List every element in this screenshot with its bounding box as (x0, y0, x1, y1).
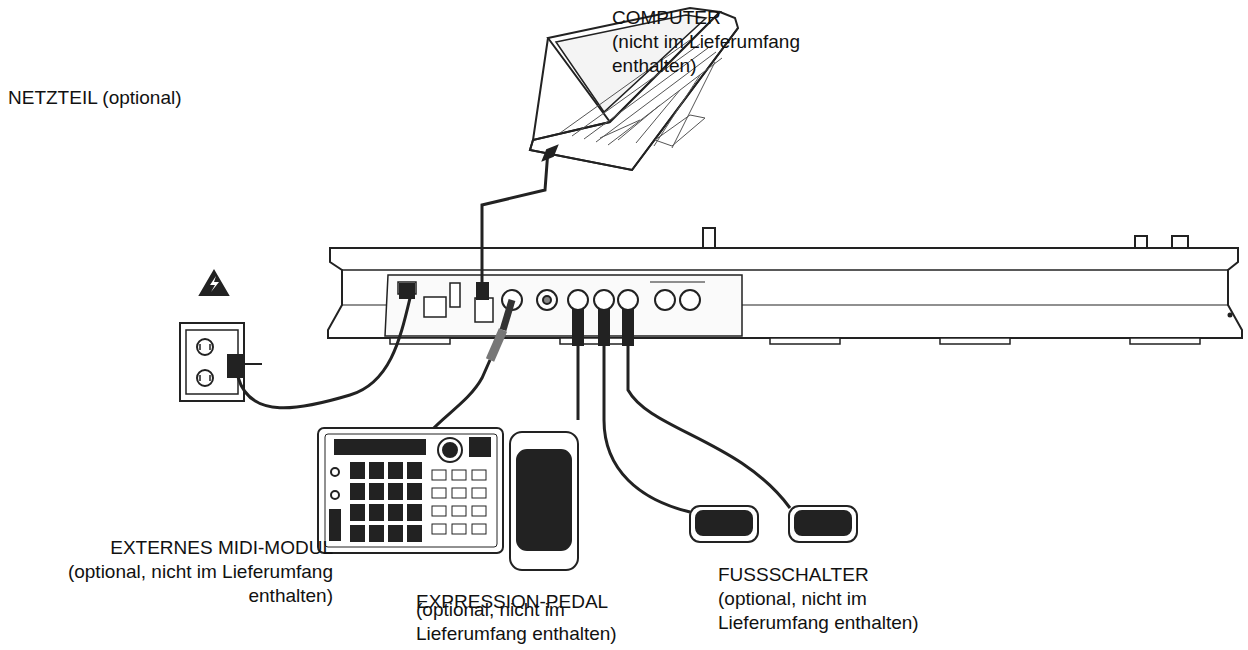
drum-pad (369, 462, 384, 479)
drum-pad (350, 462, 365, 479)
module-button (452, 488, 466, 498)
module-button (472, 506, 486, 516)
drum-pad (369, 525, 384, 542)
device-note: (optional, nicht im Lieferumfang enthalt… (40, 560, 333, 608)
module-button (432, 488, 446, 498)
usb-cable (477, 146, 557, 299)
device-note: (nicht im Lieferumfang enthalten) (612, 30, 852, 78)
module-button (452, 470, 466, 480)
drum-pad (407, 525, 422, 542)
module-button (432, 470, 446, 480)
module-button (452, 506, 466, 516)
drum-pad (350, 504, 365, 521)
drum-pad (407, 483, 422, 500)
module-button (472, 488, 486, 498)
device-label: FUSSSCHALTER (718, 563, 1018, 587)
device-label: EXTERNES MIDI-MODUL (0, 536, 333, 560)
module-button (472, 470, 486, 480)
device-note: (optional, nicht im Lieferumfang enthalt… (718, 587, 938, 635)
drum-pad (388, 504, 403, 521)
device-label: COMPUTER (612, 6, 872, 30)
module-button (432, 524, 446, 534)
module-button (452, 524, 466, 534)
drum-pad (388, 525, 403, 542)
drum-pad (388, 462, 403, 479)
drum-pad (350, 525, 365, 542)
drum-pad (369, 504, 384, 521)
drum-pad (369, 483, 384, 500)
drum-pad (407, 504, 422, 521)
device-note: (optional, nicht im Lieferumfang enthalt… (416, 598, 656, 646)
module-button (432, 506, 446, 516)
power-adapter (180, 271, 414, 408)
drum-pad (407, 462, 422, 479)
keyboard-rear (328, 228, 1242, 344)
expression-pedal (510, 432, 578, 570)
device-label: NETZTEIL (optional) (8, 86, 268, 110)
footswitch (690, 506, 857, 542)
pedal-cables (573, 310, 790, 512)
midi-module (318, 300, 512, 553)
drum-pad (388, 483, 403, 500)
module-button (472, 524, 486, 534)
drum-pad (350, 483, 365, 500)
